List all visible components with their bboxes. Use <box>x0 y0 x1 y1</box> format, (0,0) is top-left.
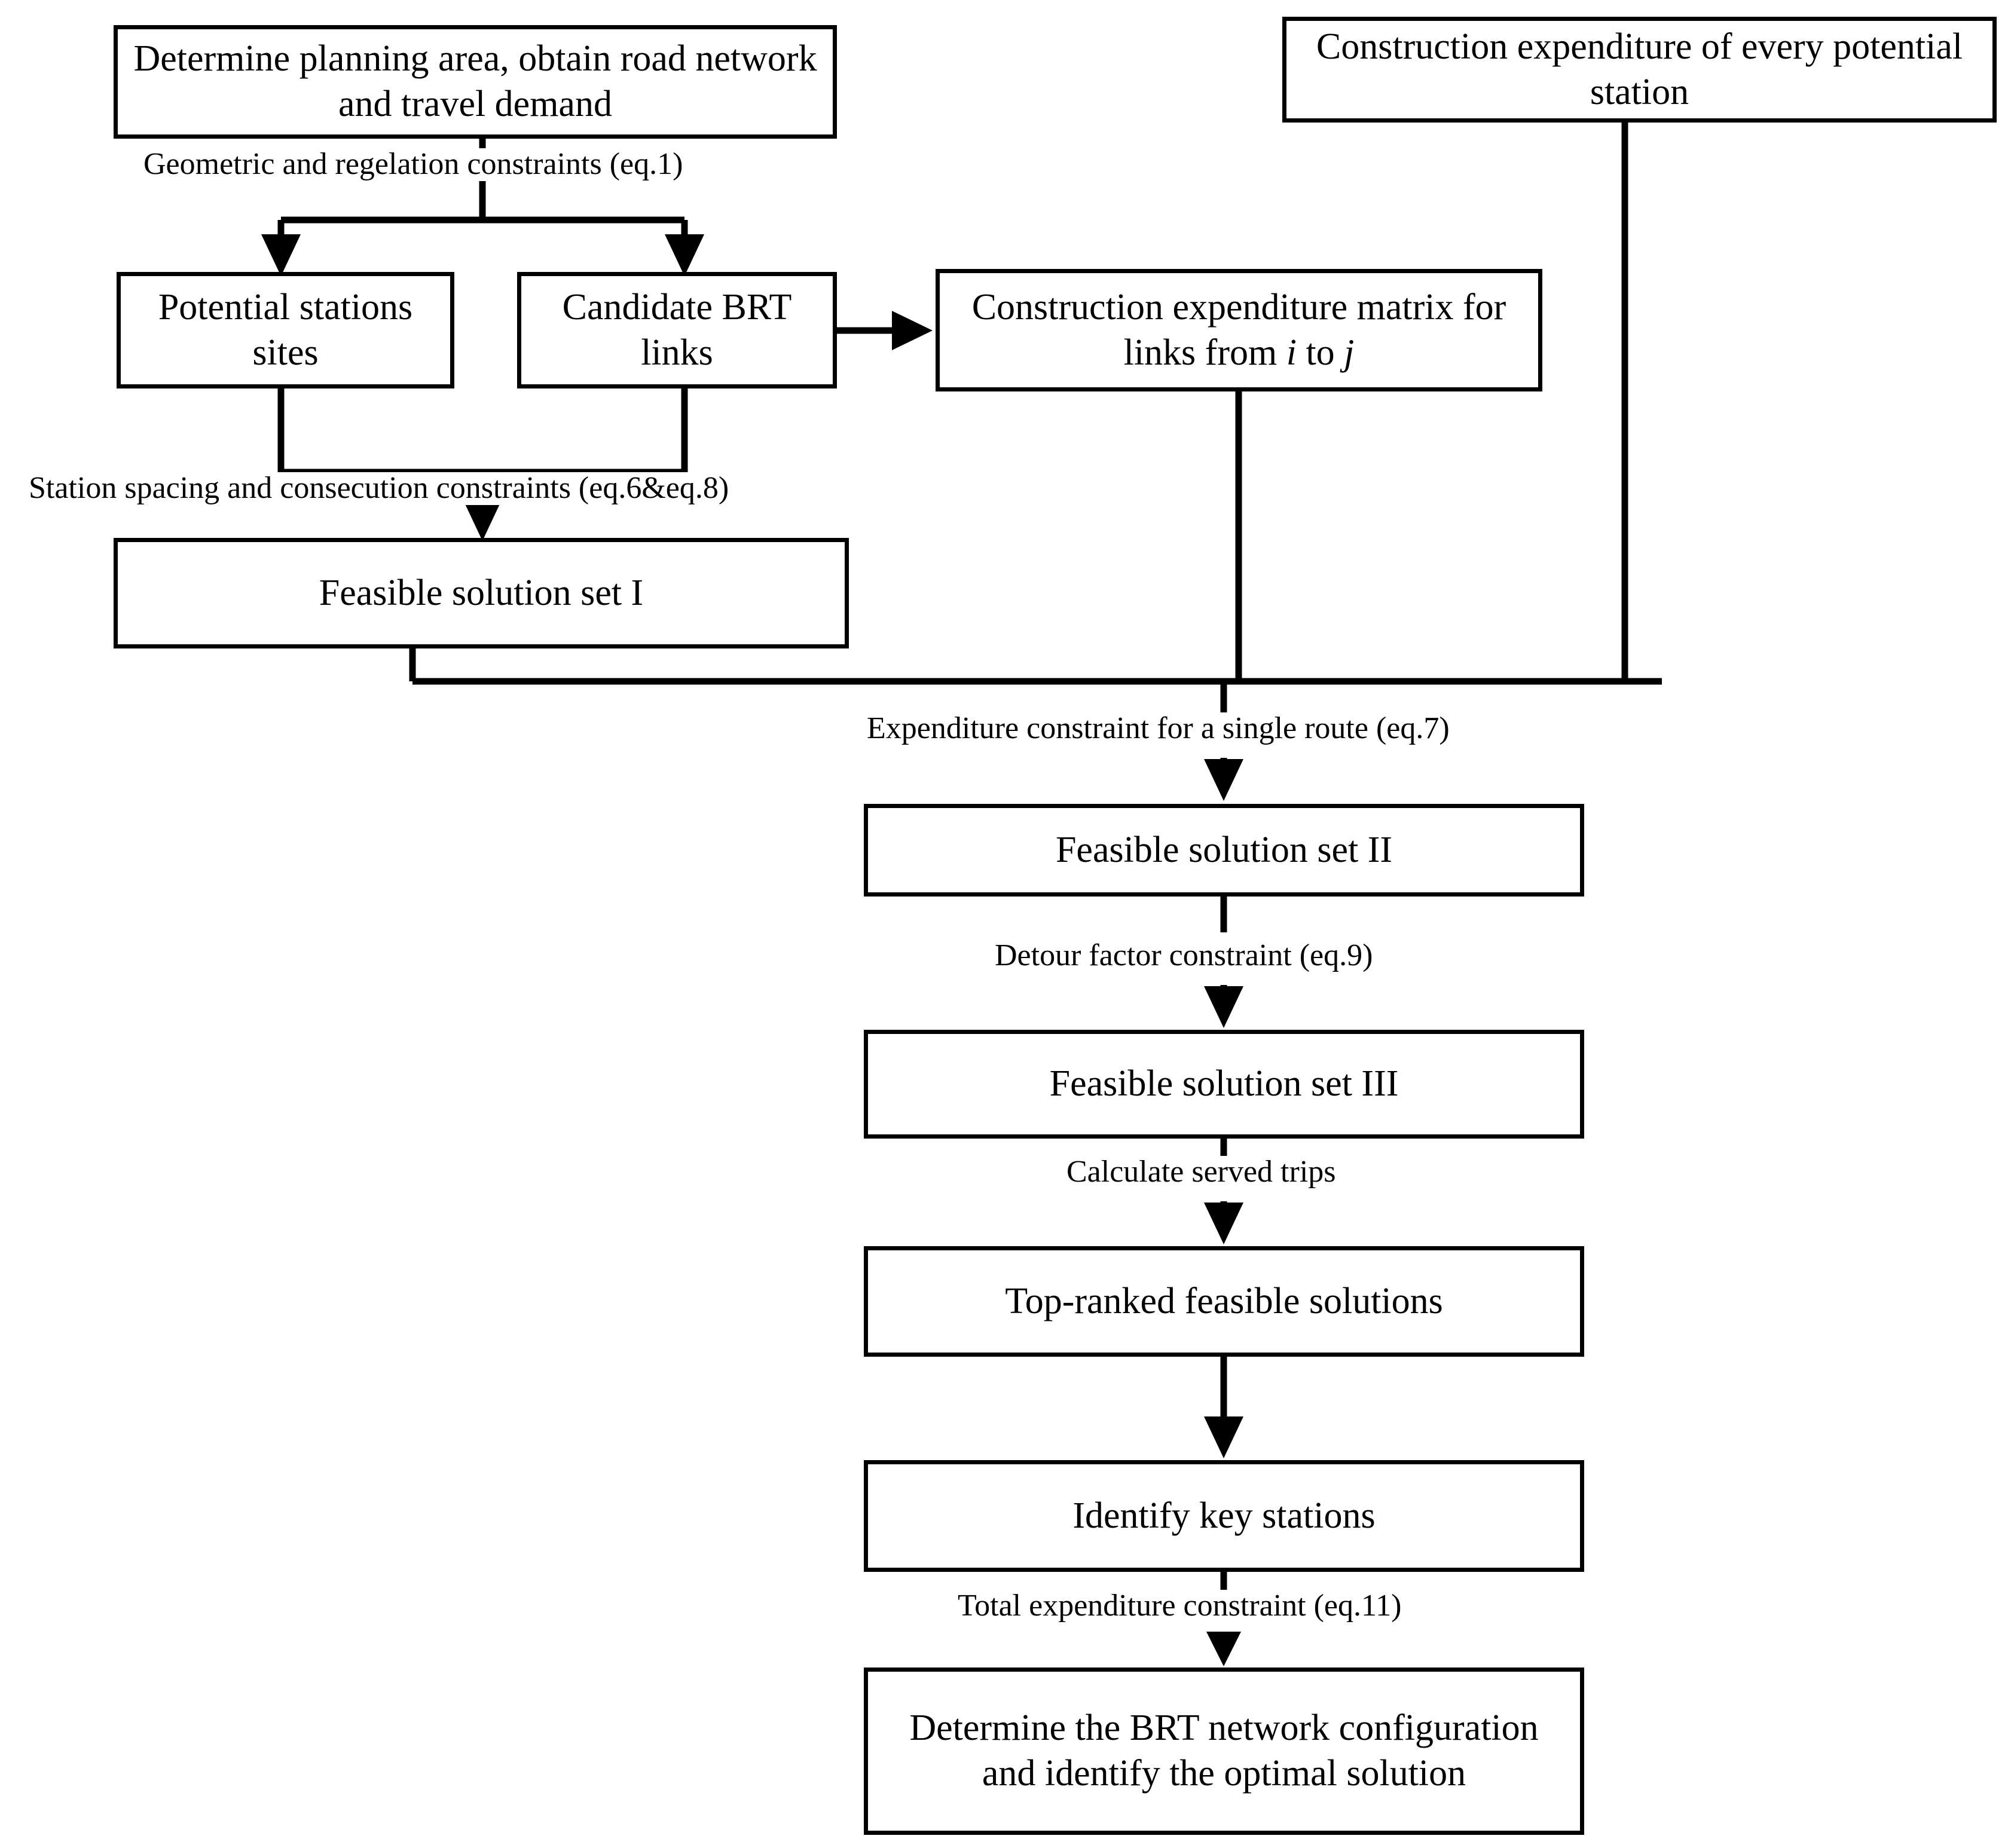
node-label: Feasible solution set II <box>1055 829 1393 870</box>
node-feasible-solution-set-2[interactable]: Feasible solution set II <box>864 804 1584 897</box>
arrowhead-to-feasible-set-3 <box>1204 986 1243 1028</box>
node-identify-key-stations[interactable]: Identify key stations <box>864 1460 1584 1572</box>
arrowhead-to-expenditure-matrix <box>892 311 933 350</box>
edge-label-geometric-constraints: Geometric and regelation constraints (eq… <box>141 147 686 181</box>
node-construction-expenditure-matrix[interactable]: Construction expenditure matrix for link… <box>936 269 1542 391</box>
node-label-j: j <box>1344 332 1355 373</box>
node-label: Feasible solution set III <box>1049 1063 1399 1104</box>
node-label: Construction expenditure of every potent… <box>1316 26 1963 112</box>
node-label: Determine the BRT network configuration … <box>909 1708 1539 1794</box>
arrowhead-to-feasible-set-1 <box>463 499 502 541</box>
node-label: Feasible solution set I <box>319 572 644 613</box>
node-candidate-brt-links[interactable]: Candidate BRT links <box>517 272 837 388</box>
edge-label-calculate-served-trips: Calculate served trips <box>1064 1155 1338 1189</box>
node-label: Identify key stations <box>1072 1495 1376 1536</box>
edge-label-text: Detour factor constraint (eq.9) <box>995 938 1373 972</box>
node-determine-brt-network-configuration[interactable]: Determine the BRT network configuration … <box>864 1668 1584 1835</box>
edge-label-text: Geometric and regelation constraints (eq… <box>143 147 683 181</box>
node-label: Candidate BRT links <box>562 286 792 373</box>
node-label-mid: to <box>1296 332 1344 373</box>
node-label-i: i <box>1286 332 1297 373</box>
edge-label-text: Total expenditure constraint (eq.11) <box>958 1589 1402 1623</box>
arrowhead-to-potential-stations <box>261 234 301 276</box>
node-construction-expenditure-station[interactable]: Construction expenditure of every potent… <box>1282 17 1997 123</box>
edge-label-text: Expenditure constraint for a single rout… <box>867 711 1450 745</box>
node-feasible-solution-set-1[interactable]: Feasible solution set I <box>114 538 849 648</box>
edge-label-detour-factor: Detour factor constraint (eq.9) <box>992 938 1376 972</box>
node-feasible-solution-set-3[interactable]: Feasible solution set III <box>864 1030 1584 1139</box>
edge-label-text: Station spacing and consecution constrai… <box>29 471 729 505</box>
node-label-wrap: Construction expenditure matrix for link… <box>951 285 1527 375</box>
arrowhead-to-final-solution <box>1206 1632 1241 1666</box>
node-label: Top-ranked feasible solutions <box>1005 1280 1443 1321</box>
arrowhead-to-identify-key-stations <box>1204 1416 1243 1458</box>
edge-label-total-expenditure: Total expenditure constraint (eq.11) <box>955 1589 1404 1623</box>
node-potential-stations-sites[interactable]: Potential stations sites <box>117 272 454 388</box>
node-top-ranked-feasible-solutions[interactable]: Top-ranked feasible solutions <box>864 1246 1584 1357</box>
edge-label-station-spacing: Station spacing and consecution constrai… <box>26 471 732 505</box>
node-label-part1: Construction expenditure matrix for link… <box>971 286 1506 373</box>
edge-label-text: Calculate served trips <box>1066 1155 1336 1189</box>
arrowhead-to-candidate-links <box>665 234 704 276</box>
arrowhead-to-feasible-set-2 <box>1204 759 1243 801</box>
node-label: Determine planning area, obtain road net… <box>133 38 817 124</box>
node-label: Potential stations sites <box>158 286 413 373</box>
edge-label-expenditure-single-route: Expenditure constraint for a single rout… <box>864 712 1452 745</box>
arrowhead-to-top-ranked <box>1204 1203 1243 1244</box>
node-determine-planning-area[interactable]: Determine planning area, obtain road net… <box>114 25 837 139</box>
